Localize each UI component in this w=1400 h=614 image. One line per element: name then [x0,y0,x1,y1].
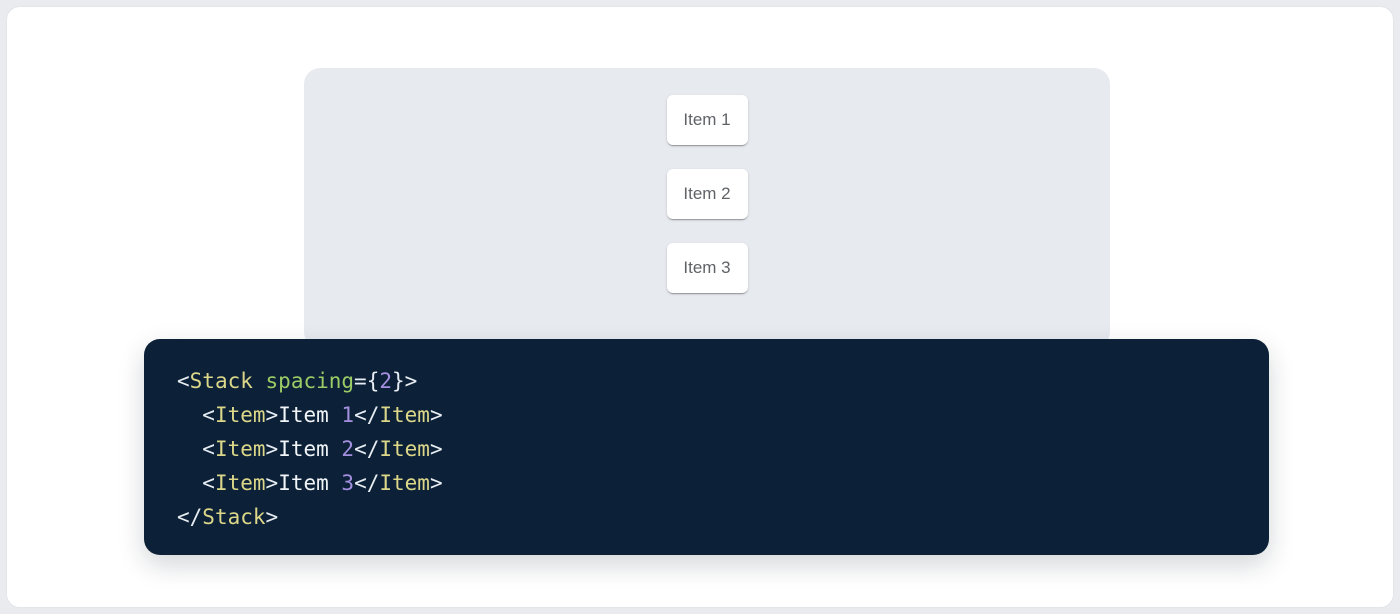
code-token-num: 3 [341,471,355,495]
code-token-punct: > [265,437,279,461]
code-token-tag: Stack [189,369,253,393]
stack-item: Item 1 [666,95,748,145]
code-token-punct: </ [177,505,203,529]
code-token-tag: Stack [202,505,266,529]
code-line: <Item>Item 3</Item> [177,466,1236,500]
code-token-punct: > [429,403,443,427]
code-content: <Stack spacing={2}> <Item>Item 1</Item> … [144,339,1269,559]
code-token-punct: > [265,471,279,495]
code-token-punct: < [202,403,215,427]
stack-item: Item 3 [666,243,748,293]
code-token-punct: ={ [354,369,380,393]
code-line: </Stack> [177,500,1236,534]
code-token-punct: </ [354,403,380,427]
code-token-punct: > [265,403,279,427]
code-token-tag: Item [214,403,266,427]
code-token-punct: }> [392,369,418,393]
code-token-punct: < [202,471,215,495]
code-token-text [177,437,202,461]
code-line: <Item>Item 1</Item> [177,398,1236,432]
page-card: Item 1 Item 2 Item 3 <Stack spacing={2}>… [6,6,1394,608]
code-token-tag: Item [379,403,430,427]
demo-panel: Item 1 Item 2 Item 3 [304,68,1110,348]
code-token-punct: > [429,471,443,495]
code-token-num: 2 [341,437,355,461]
code-token-attr: spacing [265,369,355,393]
code-token-text [177,471,202,495]
code-token-tag: Item [214,437,266,461]
code-token-punct: > [265,505,279,529]
code-token-tag: Item [379,471,430,495]
code-token-punct: < [202,437,215,461]
code-token-punct: </ [354,471,380,495]
code-token-text: Item [278,471,342,495]
code-token-tag: Item [214,471,266,495]
code-token-tag: Item [379,437,430,461]
code-token-punct: </ [354,437,380,461]
code-line: <Item>Item 2</Item> [177,432,1236,466]
code-token-text: Item [278,437,342,461]
code-token-punct: > [429,437,443,461]
code-token-text: Item [278,403,342,427]
stack-item: Item 2 [666,169,748,219]
code-token-num: 1 [341,403,355,427]
code-token-punct: < [177,369,190,393]
code-token-text [177,403,202,427]
code-line: <Stack spacing={2}> [177,364,1236,398]
code-token-num: 2 [379,369,392,393]
code-token-text [253,369,266,393]
code-block: <Stack spacing={2}> <Item>Item 1</Item> … [144,339,1269,555]
